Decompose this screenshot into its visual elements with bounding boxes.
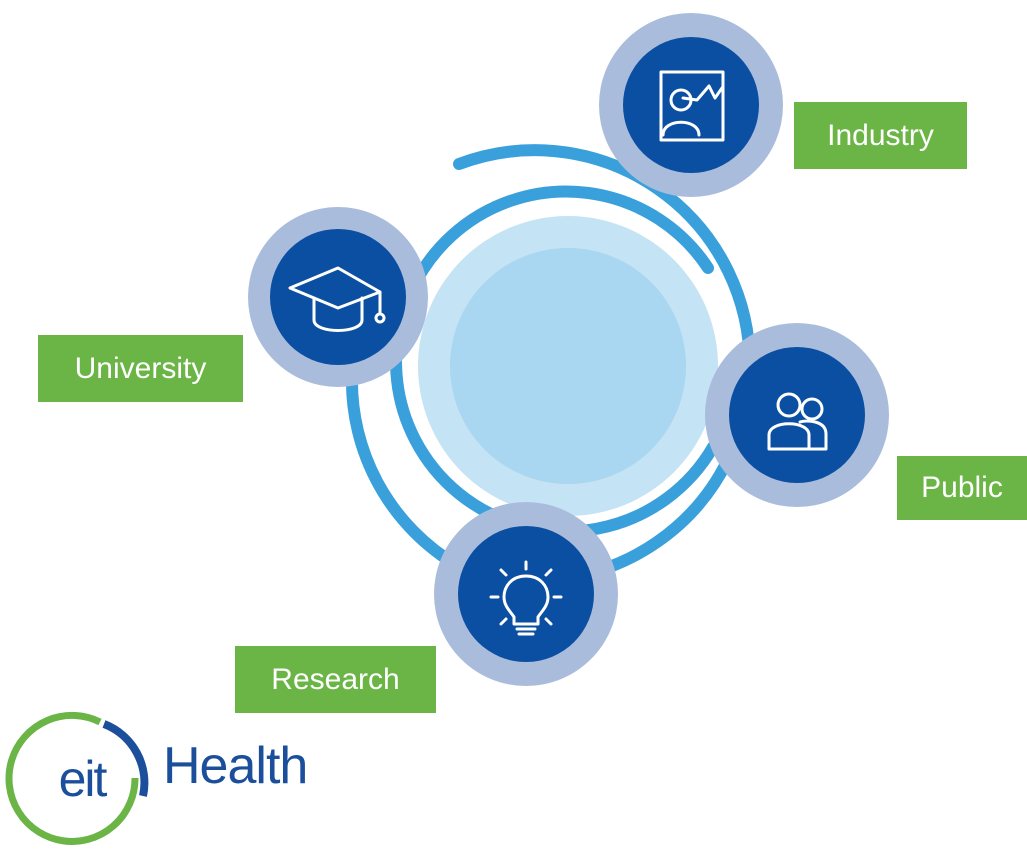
label-research: Research — [235, 646, 436, 713]
node-university-core — [270, 229, 406, 365]
label-university: University — [38, 335, 243, 402]
node-university — [248, 207, 428, 387]
eit-logo-mark: eit — [5, 712, 149, 845]
label-public: Public — [897, 456, 1027, 520]
inner-ring-arc — [390, 185, 719, 538]
node-research — [434, 502, 618, 686]
people-icon — [767, 392, 828, 451]
node-public — [705, 323, 889, 507]
core-circle — [418, 216, 718, 516]
node-research-core — [458, 526, 594, 662]
outer-ring-arc-left — [345, 369, 464, 572]
node-industry — [599, 13, 783, 197]
logo-ring-green — [5, 712, 139, 845]
lightbulb-icon — [489, 560, 563, 636]
logo-mark-text: eit — [59, 751, 108, 807]
logo-ring-blue — [102, 720, 149, 797]
node-public-core — [729, 347, 865, 483]
logo-brand-text: Health — [163, 737, 308, 795]
label-industry: Industry — [794, 102, 967, 169]
graduation-cap-icon — [288, 266, 386, 332]
core-inner — [450, 248, 686, 484]
presentation-chart-icon — [659, 70, 725, 142]
